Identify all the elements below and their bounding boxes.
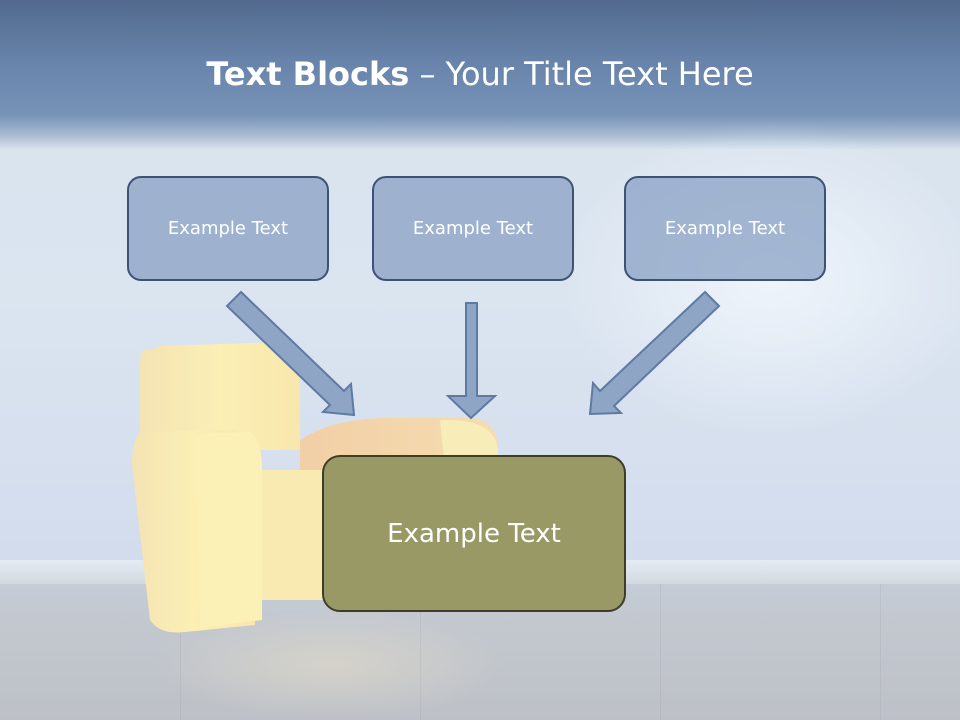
arrow-down-left: [588, 290, 721, 416]
title-separator: –: [409, 55, 446, 93]
slide-title: Text Blocks – Your Title Text Here: [0, 55, 960, 93]
text-block-label: Example Text: [167, 218, 289, 239]
title-rest-text: Your Title Text Here: [445, 55, 754, 93]
arrow-down: [445, 302, 498, 420]
text-block-top-left: Example Text: [127, 176, 329, 281]
text-block-label: Example Text: [664, 218, 786, 239]
arrow-down-right: [225, 290, 356, 417]
floor-plank-line: [180, 584, 181, 720]
floor-plank-line: [660, 584, 661, 720]
text-block-label: Example Text: [387, 518, 561, 549]
text-block-top-right: Example Text: [624, 176, 826, 281]
title-strong-text: Text Blocks: [206, 55, 410, 93]
text-block-label: Example Text: [412, 218, 534, 239]
text-block-top-center: Example Text: [372, 176, 574, 281]
text-block-bottom: Example Text: [322, 455, 626, 612]
floor-plank-line: [880, 584, 881, 720]
floor-plank-line: [420, 584, 421, 720]
